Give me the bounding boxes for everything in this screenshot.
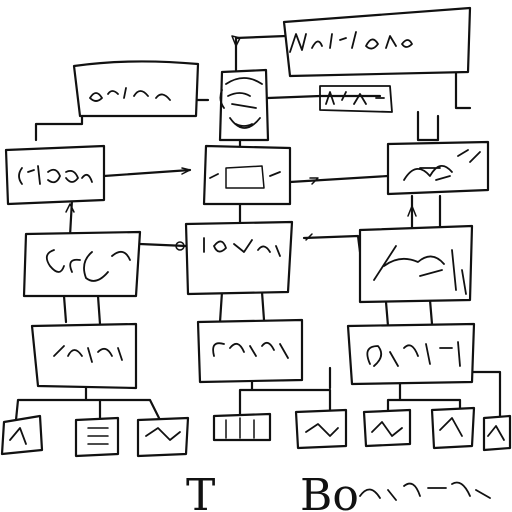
leaf-nodes [0, 406, 512, 458]
arrowhead-4 [65, 203, 75, 213]
row4-right-node [346, 322, 476, 386]
row4-left-box [30, 322, 138, 390]
connector-portrait-to-banner [234, 34, 288, 72]
arrowhead-5 [407, 205, 417, 217]
row4-center-box [196, 318, 304, 384]
leaf-7-scribble [439, 417, 463, 437]
row2-center-inner-box [225, 165, 265, 189]
connector-row2-center-to-row2-right [288, 174, 390, 184]
banner-right-box [319, 85, 393, 113]
row2-left-box [4, 144, 106, 206]
footer-text-left: T [186, 470, 215, 512]
connector-row4-left-to-leaves [14, 386, 162, 422]
top-left-node [72, 60, 200, 118]
leaf-3-box [136, 416, 190, 458]
connector-row3-center-to-row3-right [302, 234, 362, 254]
connector-topleft-to-row2-left [34, 114, 84, 142]
leaf-4 [212, 412, 272, 442]
top-left-box [72, 60, 200, 118]
footer-handwriting: T Bo [186, 470, 491, 512]
row2-center-node [202, 144, 292, 206]
row2-left-scribble [18, 165, 93, 185]
banner-right-scribble [325, 91, 385, 105]
leaf-7 [430, 406, 476, 450]
arrowheads [65, 35, 417, 251]
connector-banner-hook [454, 58, 472, 110]
arrowhead-3 [309, 177, 319, 185]
top-banner-scribble [289, 31, 413, 53]
row3-center-scribble [203, 237, 281, 257]
top-banner-node [282, 6, 472, 78]
row3-right-node [358, 224, 474, 304]
row2-left-node [4, 144, 106, 206]
row3-center-node [184, 220, 294, 296]
connector-node [175, 241, 185, 251]
row2-center-box [202, 144, 292, 206]
row4-center-node [196, 318, 304, 384]
leaf-2-box [74, 416, 120, 458]
row2-center-scribble [209, 171, 281, 179]
connector-row3-center-to-row4-center [218, 290, 266, 324]
row2-right-node [386, 140, 490, 196]
center-portrait-node [218, 68, 270, 142]
leaf-1-scribble [9, 427, 27, 445]
portrait-frame [218, 68, 270, 142]
row4-left-node [30, 322, 138, 390]
leaf-2-lines [87, 427, 109, 445]
leaf-2 [74, 416, 120, 458]
row4-right-scribble [366, 341, 461, 367]
connector-row4-center-to-leaves [238, 366, 332, 422]
connector-row3-left-to-row3-center [138, 242, 188, 248]
connectors [14, 34, 502, 422]
arrowhead-2 [181, 167, 191, 175]
row3-center-box [184, 220, 294, 296]
row4-center-scribble [212, 341, 289, 359]
row3-left-box [22, 230, 142, 298]
row4-left-scribble [53, 345, 123, 363]
leaf-3-scribble [145, 427, 181, 441]
leaf-5-scribble [305, 423, 339, 437]
connector-banner-to-row2-right [416, 110, 440, 142]
leaf-8-scribble [487, 425, 505, 441]
connector-row3-left-to-row4-left [62, 294, 102, 326]
row3-left-node [22, 230, 142, 298]
footer-scribble [359, 481, 491, 501]
row3-right-scribble [373, 245, 467, 295]
row4-right-box [346, 322, 476, 386]
leaf-1 [0, 414, 44, 456]
leaf-6-scribble [371, 421, 403, 437]
leaf-6 [362, 408, 412, 448]
arrowhead-1 [231, 35, 241, 47]
arrowhead-6 [305, 233, 313, 241]
top-left-scribble [89, 87, 171, 102]
leaf-8-box [482, 414, 512, 452]
leaf-7-box [430, 406, 476, 450]
portrait-face-scribble [219, 77, 263, 129]
row3-right-box [358, 224, 474, 304]
footer-text-right: Bo [300, 470, 359, 512]
leaf-5 [294, 408, 348, 450]
banner-right-node [319, 85, 393, 113]
leaf-4-box [212, 412, 272, 442]
leaf-4-bars [225, 417, 255, 439]
leaf-5-box [294, 408, 348, 450]
leaf-8 [482, 414, 512, 452]
row2-right-scribble [403, 149, 481, 181]
leaf-3 [136, 416, 190, 458]
connector-row2-right-to-row3-right [410, 194, 442, 232]
connector-row3-right-to-row4-right [384, 298, 434, 328]
connector-row2-left-to-row2-center [102, 168, 192, 178]
row3-left-scribble [45, 249, 131, 282]
